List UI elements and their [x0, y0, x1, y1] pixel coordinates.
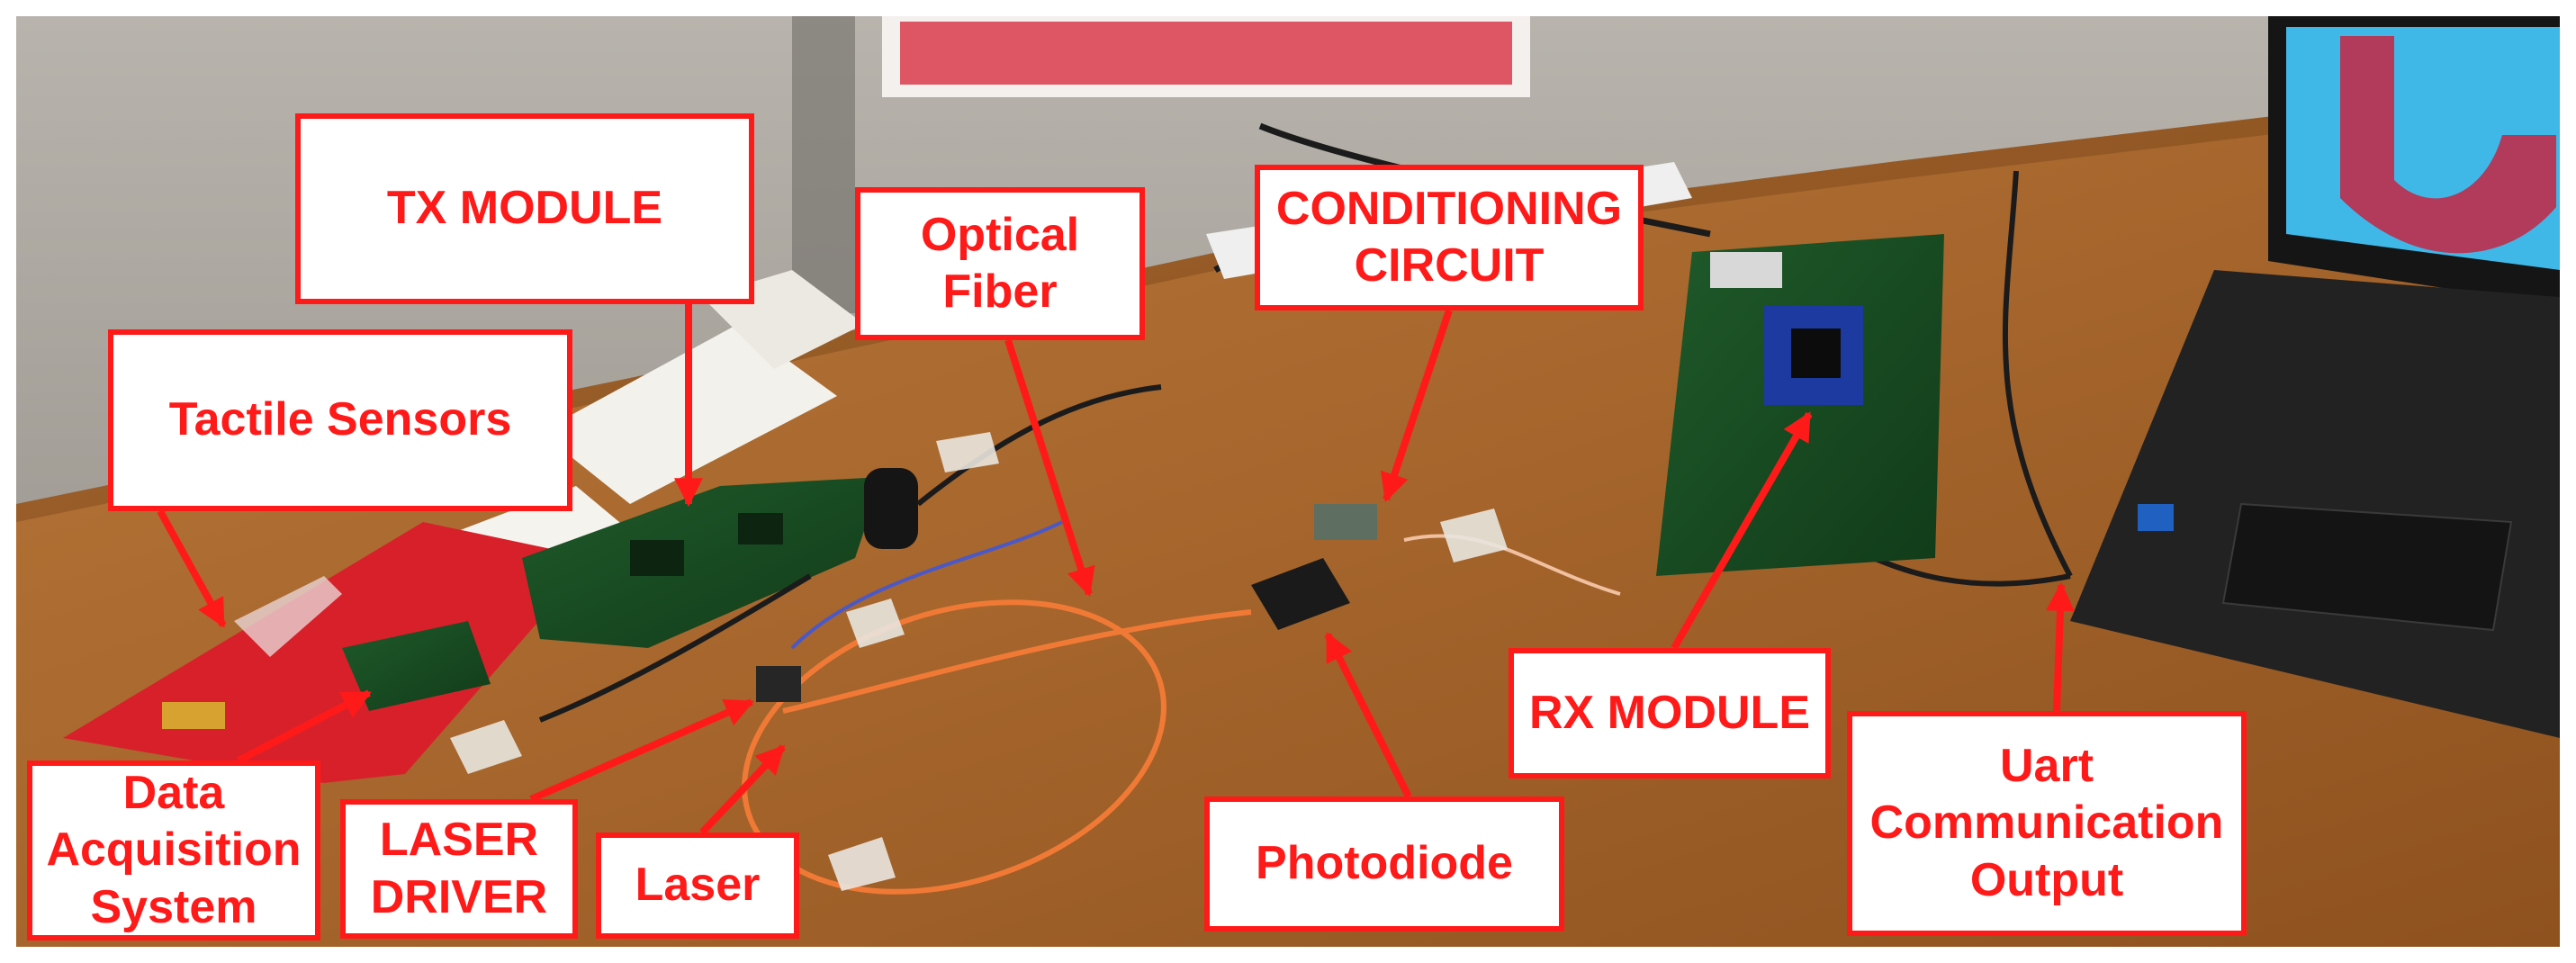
daq-board — [342, 621, 491, 711]
label-rx-module: RX MODULE — [1509, 648, 1831, 778]
label-conditioning-circuit: CONDITIONING CIRCUIT — [1255, 165, 1644, 310]
label-data-acquisition-text: Data Acquisition System — [46, 766, 302, 933]
label-optical-fiber: Optical Fiber — [855, 187, 1145, 340]
laser-device — [756, 666, 801, 702]
laptop — [2070, 16, 2560, 738]
label-tactile-sensors-text: Tactile Sensors — [168, 393, 512, 446]
arrow-optical-fiber — [1004, 338, 1095, 598]
label-conditioning-circuit-text: CONDITIONING CIRCUIT — [1275, 182, 1623, 292]
label-data-acquisition: Data Acquisition System — [27, 760, 320, 940]
photodiode-device — [1251, 558, 1350, 630]
arrow-laser — [699, 744, 786, 835]
optical-fiber-loop — [742, 599, 1252, 895]
ferrite-core — [864, 468, 918, 549]
arrow-uart-output — [2045, 581, 2075, 712]
tx-module-board — [522, 477, 882, 648]
arrow-photodiode — [1324, 632, 1412, 798]
conditioning-circuit-board — [1314, 504, 1377, 540]
label-rx-module-text: RX MODULE — [1529, 686, 1810, 739]
tape-patches — [450, 432, 1508, 891]
label-laser-driver-text: LASER DRIVER — [370, 814, 548, 923]
label-tactile-sensors: Tactile Sensors — [108, 329, 572, 511]
callout-arrows — [157, 304, 2075, 835]
poster — [882, 16, 1530, 97]
tactile-sensor-board — [63, 522, 594, 783]
rx-module-board — [1656, 234, 1944, 576]
arrow-laser-driver — [529, 698, 754, 803]
label-laser-driver: LASER DRIVER — [340, 799, 578, 939]
label-uart-output: Uart Communication Output — [1847, 711, 2247, 936]
label-tx-module: TX MODULE — [295, 113, 754, 304]
label-optical-fiber-text: Optical Fiber — [920, 208, 1080, 318]
arrow-rx-module — [1671, 411, 1813, 650]
label-photodiode: Photodiode — [1204, 796, 1564, 932]
label-tx-module-text: TX MODULE — [386, 182, 663, 235]
label-laser: Laser — [596, 832, 799, 939]
arrow-data-acquisition — [237, 689, 372, 764]
label-laser-text: Laser — [635, 859, 761, 912]
arrow-conditioning-circuit — [1380, 309, 1453, 503]
arrow-tactile-sensors — [157, 509, 227, 628]
label-photodiode-text: Photodiode — [1256, 837, 1513, 890]
label-uart-output-text: Uart Communication Output — [1869, 739, 2224, 906]
